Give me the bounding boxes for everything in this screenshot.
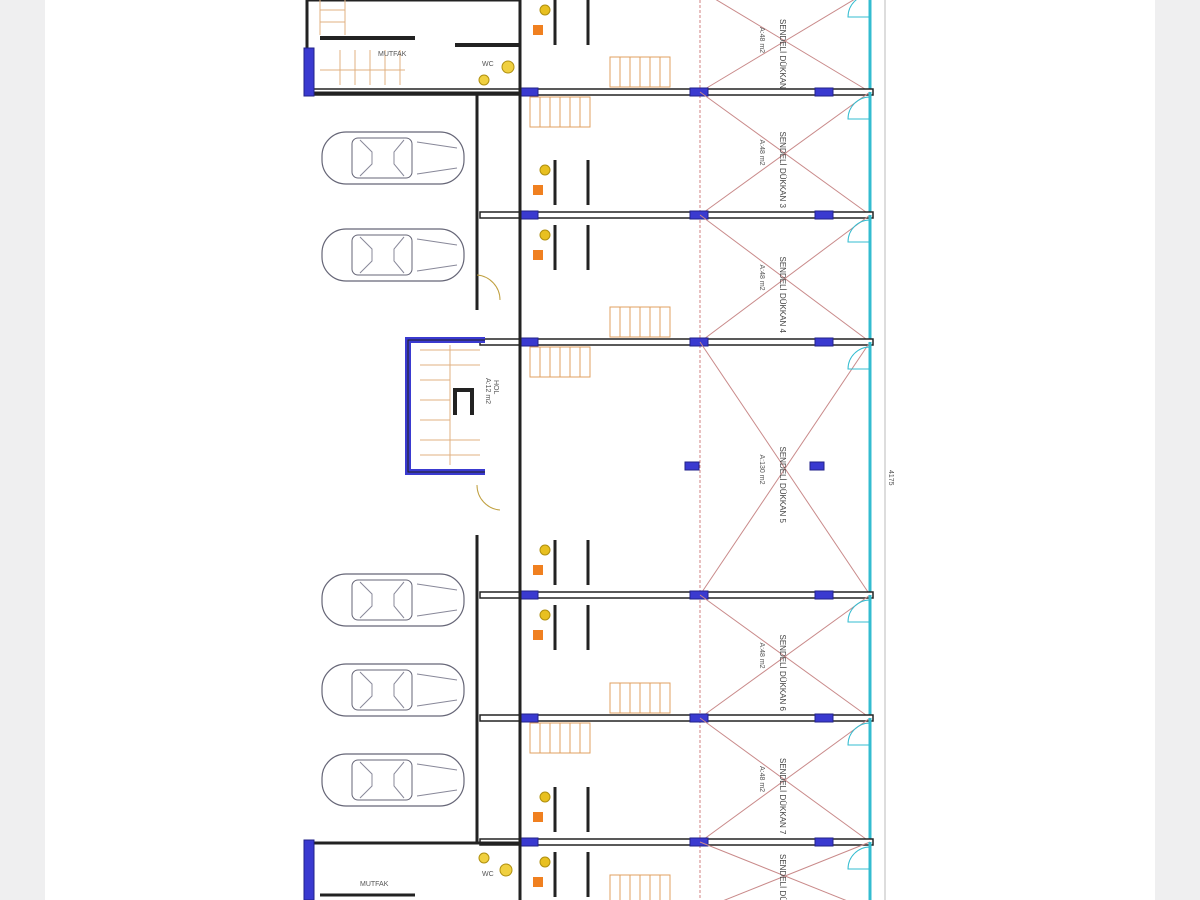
column	[689, 210, 709, 220]
diagonal-line	[699, 594, 871, 719]
shop-unit: SENDELİ DÜKKAN 4 A:48 m2	[479, 214, 874, 347]
column	[689, 590, 709, 600]
stairs	[529, 722, 591, 754]
entrance-door	[847, 722, 871, 746]
shop-area: A:48 m2	[758, 766, 765, 792]
entrance-door	[847, 846, 871, 870]
shop-name: SENDELİ DÜKKAN 2	[778, 19, 787, 96]
entrance-door	[847, 0, 870, 18]
stair-core: HOL A:12 m2	[405, 337, 499, 475]
column	[814, 337, 834, 347]
stairs	[609, 682, 671, 714]
sink-icon	[533, 630, 543, 640]
shop-name: SENDELİ DÜKKAN 4	[778, 257, 787, 334]
column	[519, 210, 539, 220]
car-icon	[321, 663, 465, 717]
diagonal-line	[699, 214, 871, 343]
entrance-door	[847, 346, 871, 370]
entrance-door	[847, 599, 871, 623]
partition-wall	[479, 714, 874, 722]
shop-name: SENDELİ DÜKKAN 6	[778, 635, 787, 712]
shop-unit: SENDELİ DÜKKAN 6 A:48 m2	[479, 594, 874, 723]
shop-area: A:48 m2	[758, 265, 765, 291]
partition-wall	[479, 211, 874, 219]
shop-name: SENDELİ DÜKKAN 3	[778, 132, 787, 209]
column	[814, 837, 834, 847]
toilet-icon	[539, 856, 551, 868]
stairs	[609, 874, 671, 900]
toilet-icon	[539, 4, 551, 16]
sink-icon	[533, 250, 543, 260]
diagonal-line	[723, 841, 871, 900]
shop-area: A:48 m2	[758, 140, 765, 166]
car-icon	[321, 131, 465, 185]
hall-area: A:12 m2	[484, 378, 491, 404]
shop-area: A:48 m2	[758, 27, 765, 53]
toilet-icon	[539, 229, 551, 241]
column	[814, 87, 834, 97]
column	[519, 837, 539, 847]
column	[814, 210, 834, 220]
shop-unit: SENDELİ DÜKKAN 8	[533, 841, 872, 900]
stairs	[529, 96, 591, 128]
drawing-sheet	[45, 0, 1155, 900]
shop-name: SENDELİ DÜKKAN 5	[778, 447, 787, 524]
car-icon	[321, 228, 465, 282]
sink-icon	[533, 185, 543, 195]
toilet-icon	[539, 164, 551, 176]
diagonal-line	[699, 91, 871, 216]
kitchen-label-bottom: MUTFAK	[360, 881, 389, 888]
partition-wall	[479, 338, 874, 346]
dimension-label: 4175	[887, 470, 894, 486]
toilet-icon	[539, 609, 551, 621]
sink-icon	[533, 565, 543, 575]
shop-unit: SENDELİ DÜKKAN 2 A:48 m2	[306, 0, 874, 97]
column	[684, 461, 700, 471]
shop-name: SENDELİ DÜKKAN 7	[778, 758, 787, 835]
car-icon	[321, 573, 465, 627]
shop-area: A:130 m2	[758, 455, 765, 485]
sink-icon	[533, 25, 543, 35]
column	[814, 713, 834, 723]
car-icon	[321, 753, 465, 807]
door-swing	[476, 484, 501, 511]
parking-cars	[321, 131, 465, 807]
hall-label: HOL	[492, 380, 499, 395]
sink-icon	[533, 877, 543, 887]
diagonal-line	[699, 341, 871, 596]
column	[519, 590, 539, 600]
shop-area: A:48 m2	[758, 643, 765, 669]
kitchen-label-top: MUTFAK	[378, 51, 407, 58]
column	[689, 87, 709, 97]
column	[519, 337, 539, 347]
diagonal-line	[699, 0, 855, 93]
partition-wall	[479, 591, 874, 599]
stairs	[609, 306, 671, 338]
column	[689, 337, 709, 347]
stairs	[609, 56, 671, 88]
partition-wall	[479, 838, 874, 846]
shop-unit: SENDELİ DÜKKAN 3 A:48 m2	[479, 91, 874, 220]
toilet-icon	[539, 791, 551, 803]
column	[809, 461, 825, 471]
top-unit: MUTFAK WC	[303, 0, 522, 97]
stairs	[529, 346, 591, 378]
toilet-icon	[539, 544, 551, 556]
wc-label-bottom: WC	[482, 871, 494, 878]
bottom-unit: MUTFAK WC	[303, 839, 522, 900]
entrance-door	[847, 96, 871, 120]
entrance-door	[847, 219, 871, 243]
shop-unit: SENDELİ DÜKKAN 5 A:130 m2	[479, 341, 874, 600]
column	[519, 87, 539, 97]
diagonal-line	[699, 717, 871, 843]
column	[689, 713, 709, 723]
column	[519, 713, 539, 723]
shop-name: SENDELİ DÜKKAN 8	[778, 854, 787, 900]
door-swing	[476, 274, 501, 301]
column	[814, 590, 834, 600]
wc-label-top: WC	[482, 61, 494, 68]
shop-unit: SENDELİ DÜKKAN 7 A:48 m2	[479, 717, 874, 847]
sink-icon	[533, 812, 543, 822]
column	[689, 837, 709, 847]
